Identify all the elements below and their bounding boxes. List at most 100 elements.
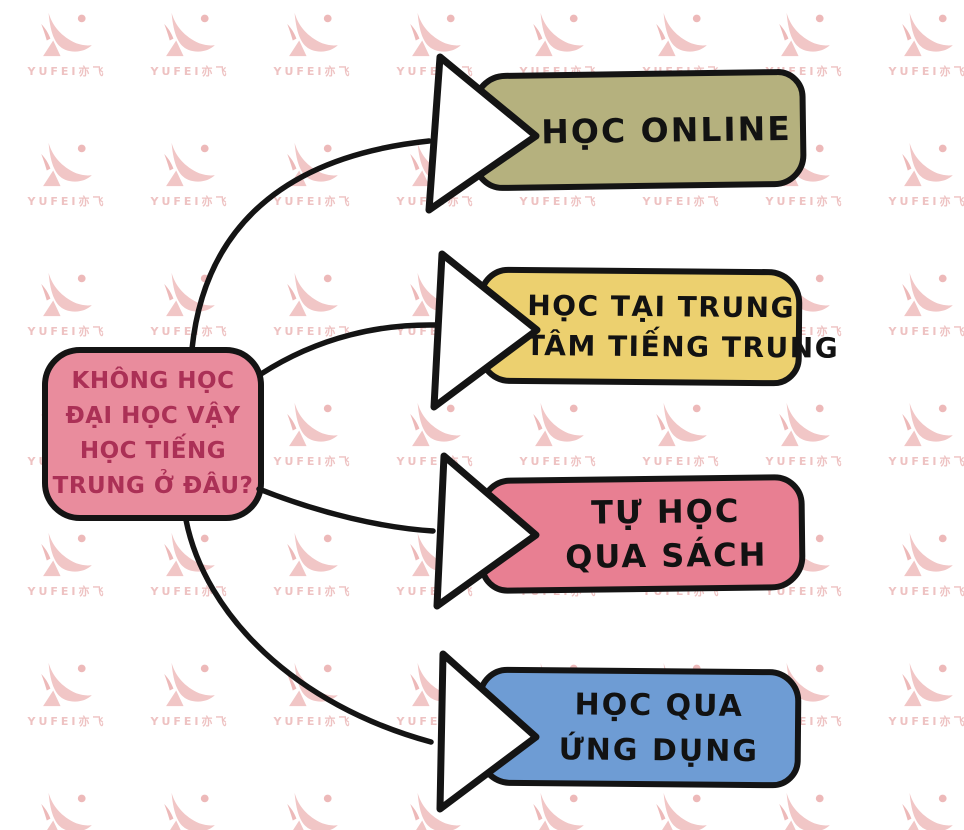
watermark-tile: YUFEI亦飞 <box>627 402 737 469</box>
watermark-tile: YUFEI亦飞 <box>873 402 964 469</box>
yufei-dancer-swoosh-logo <box>656 402 707 447</box>
watermark-text: YUFEI亦飞 <box>396 715 476 728</box>
watermark-tile: YUFEI亦飞 <box>750 792 860 830</box>
central-topic-text: KHÔNG HỌC ĐẠI HỌC VẬY HỌC TIẾNG TRUNG Ở … <box>53 364 254 504</box>
watermark-text: YUFEI亦飞 <box>27 325 107 338</box>
watermark-tile: YUFEI亦飞 <box>12 662 122 729</box>
watermark-text: YUFEI亦飞 <box>150 195 230 208</box>
watermark-tile: YUFEI亦飞 <box>504 12 614 79</box>
watermark-tile: YUFEI亦飞 <box>135 12 245 79</box>
yufei-dancer-swoosh-logo <box>410 272 461 317</box>
watermark-text: YUFEI亦飞 <box>27 715 107 728</box>
yufei-dancer-swoosh-logo <box>41 12 92 57</box>
branch-label-line-1: TỰ HỌC <box>590 491 741 532</box>
central-topic-node: KHÔNG HỌC ĐẠI HỌC VẬY HỌC TIẾNG TRUNG Ở … <box>42 347 264 521</box>
watermark-text: YUFEI亦飞 <box>888 325 964 338</box>
watermark-tile: YUFEI亦飞 <box>135 272 245 339</box>
watermark-tile: YUFEI亦飞 <box>258 402 368 469</box>
branch-node-ung-dung: HỌC QUA ỨNG DỤNG <box>476 666 802 789</box>
watermark-text: YUFEI亦飞 <box>519 455 599 468</box>
watermark-text: YUFEI亦飞 <box>273 65 353 78</box>
central-topic-line-1: KHÔNG HỌC <box>71 368 235 394</box>
watermark-tile: YUFEI亦飞 <box>381 12 491 79</box>
branch-node-tu-hoc-qua-sach: TỰ HỌC QUA SÁCH <box>478 474 806 594</box>
watermark-tile: YUFEI亦飞 <box>258 532 368 599</box>
watermark-tile: YUFEI亦飞 <box>258 662 368 729</box>
watermark-text: YUFEI亦飞 <box>888 455 964 468</box>
watermark-text: YUFEI亦飞 <box>396 325 476 338</box>
yufei-dancer-swoosh-logo <box>410 662 461 707</box>
watermark-text: YUFEI亦飞 <box>396 585 476 598</box>
watermark-text: YUFEI亦飞 <box>642 455 722 468</box>
branch-label-line-1: HỌC QUA <box>574 686 744 724</box>
watermark-tile: YUFEI亦飞 <box>504 402 614 469</box>
yufei-dancer-swoosh-logo <box>533 792 584 830</box>
yufei-dancer-swoosh-logo <box>656 792 707 830</box>
branch-label-line-2: ỨNG DỤNG <box>558 731 760 769</box>
watermark-text: YUFEI亦飞 <box>27 65 107 78</box>
watermark-text: YUFEI亦飞 <box>150 325 230 338</box>
branch-label: HỌC ONLINE <box>540 108 793 151</box>
watermark-text: YUFEI亦飞 <box>150 715 230 728</box>
yufei-dancer-swoosh-logo <box>164 272 215 317</box>
yufei-dancer-swoosh-logo <box>656 12 707 57</box>
watermark-text: YUFEI亦飞 <box>396 195 476 208</box>
watermark-text: YUFEI亦飞 <box>396 455 476 468</box>
watermark-tile: YUFEI亦飞 <box>873 142 964 209</box>
yufei-dancer-swoosh-logo <box>164 792 215 830</box>
branch-node-hoc-online: HỌC ONLINE <box>471 68 807 192</box>
yufei-dancer-swoosh-logo <box>902 272 953 317</box>
yufei-dancer-swoosh-logo <box>164 662 215 707</box>
yufei-dancer-swoosh-logo <box>164 12 215 57</box>
yufei-dancer-swoosh-logo <box>41 792 92 830</box>
yufei-dancer-swoosh-logo <box>287 142 338 187</box>
yufei-dancer-swoosh-logo <box>410 402 461 447</box>
watermark-tile: YUFEI亦飞 <box>750 402 860 469</box>
yufei-dancer-swoosh-logo <box>41 662 92 707</box>
yufei-dancer-swoosh-logo <box>41 532 92 577</box>
yufei-dancer-swoosh-logo <box>902 12 953 57</box>
watermark-tile: YUFEI亦飞 <box>258 142 368 209</box>
watermark-tile: YUFEI亦飞 <box>381 662 491 729</box>
yufei-dancer-swoosh-logo <box>902 532 953 577</box>
yufei-dancer-swoosh-logo <box>287 402 338 447</box>
watermark-tile: YUFEI亦飞 <box>12 142 122 209</box>
watermark-text: YUFEI亦飞 <box>396 65 476 78</box>
yufei-dancer-swoosh-logo <box>287 662 338 707</box>
watermark-tile: YUFEI亦飞 <box>135 532 245 599</box>
watermark-text: YUFEI亦飞 <box>519 195 599 208</box>
yufei-dancer-swoosh-logo <box>410 792 461 830</box>
watermark-tile: YUFEI亦飞 <box>381 792 491 830</box>
watermark-text: YUFEI亦飞 <box>273 195 353 208</box>
watermark-tile: YUFEI亦飞 <box>627 792 737 830</box>
yufei-dancer-swoosh-logo <box>533 12 584 57</box>
branch-label-line-1: HỌC TẠI TRUNG <box>527 288 796 324</box>
watermark-text: YUFEI亦飞 <box>888 585 964 598</box>
central-topic-line-2: ĐẠI HỌC VẬY <box>65 403 241 429</box>
yufei-dancer-swoosh-logo <box>287 792 338 830</box>
watermark-tile: YUFEI亦飞 <box>135 142 245 209</box>
watermark-tile: YUFEI亦飞 <box>504 792 614 830</box>
watermark-text: YUFEI亦飞 <box>273 455 353 468</box>
watermark-text: YUFEI亦飞 <box>150 65 230 78</box>
watermark-tile: YUFEI亦飞 <box>12 532 122 599</box>
watermark-text: YUFEI亦飞 <box>273 585 353 598</box>
yufei-dancer-swoosh-logo <box>533 402 584 447</box>
yufei-dancer-swoosh-logo <box>902 142 953 187</box>
central-topic-line-3: HỌC TIẾNG <box>79 438 227 464</box>
watermark-tile: YUFEI亦飞 <box>12 272 122 339</box>
watermark-tile: YUFEI亦飞 <box>135 662 245 729</box>
watermark-text: YUFEI亦飞 <box>888 195 964 208</box>
yufei-dancer-swoosh-logo <box>41 272 92 317</box>
watermark-tile: YUFEI亦飞 <box>873 792 964 830</box>
watermark-text: YUFEI亦飞 <box>27 585 107 598</box>
watermark-text: YUFEI亦飞 <box>642 195 722 208</box>
watermark-tile: YUFEI亦飞 <box>381 532 491 599</box>
watermark-tile: YUFEI亦飞 <box>258 12 368 79</box>
watermark-tile: YUFEI亦飞 <box>258 792 368 830</box>
watermark-tile: YUFEI亦飞 <box>381 272 491 339</box>
yufei-dancer-swoosh-logo <box>410 532 461 577</box>
watermark-tile: YUFEI亦飞 <box>873 272 964 339</box>
branch-label-line-2: QUA SÁCH <box>564 535 768 576</box>
